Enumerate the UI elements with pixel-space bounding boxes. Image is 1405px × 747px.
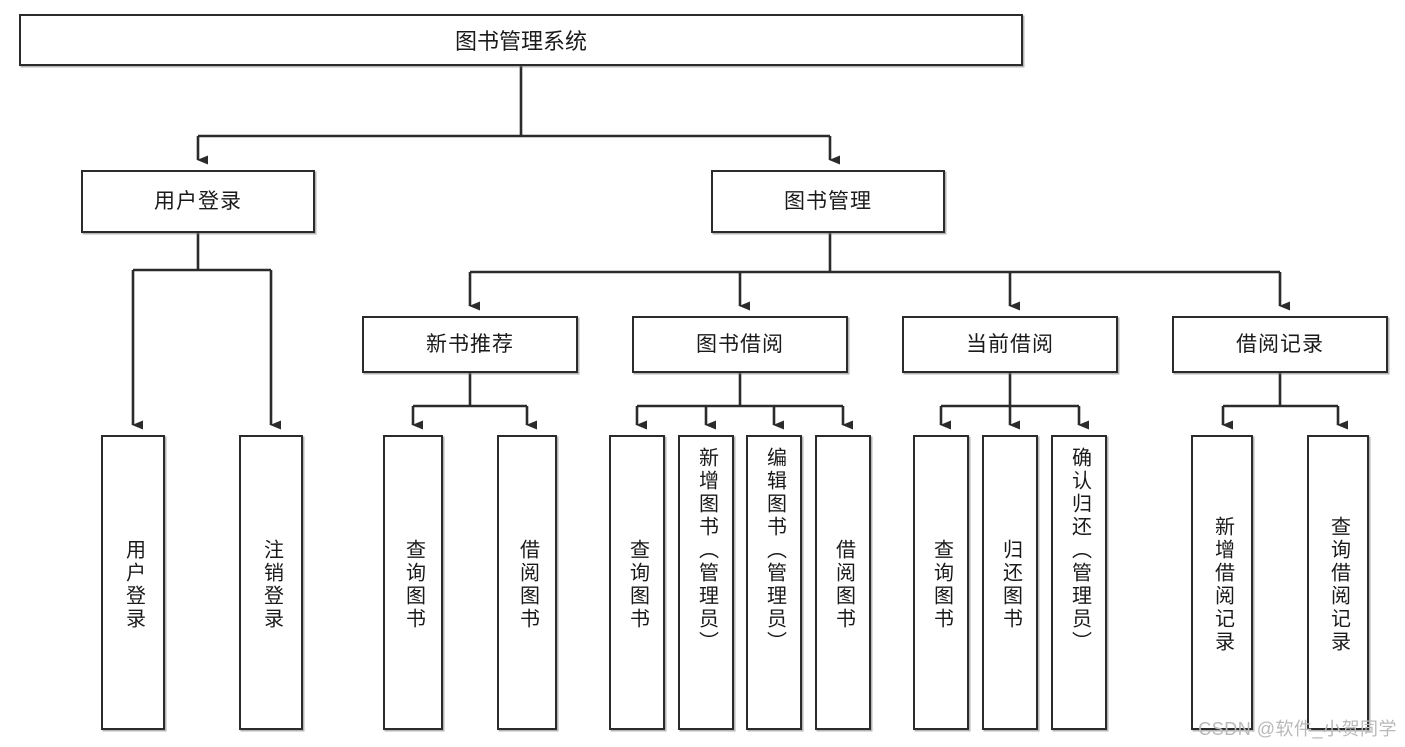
node-book-borrowing[interactable]: 图书借阅 — [632, 316, 848, 373]
node-book-management[interactable]: 图书管理 — [711, 170, 945, 233]
node-new-book-recommendation[interactable]: 新书推荐 — [362, 316, 578, 373]
node-label: 当前借阅 — [966, 332, 1054, 356]
node-label: 借阅记录 — [1236, 332, 1324, 356]
node-label: 图书借阅 — [696, 332, 784, 356]
node-user-login[interactable]: 用户登录 — [81, 170, 315, 233]
leaf-logout[interactable]: 注销登录 — [239, 435, 303, 730]
leaf-confirm-return-admin[interactable]: 确认归还（管理员） — [1051, 435, 1107, 730]
node-label: 用户登录 — [154, 189, 242, 213]
node-current-borrowing[interactable]: 当前借阅 — [902, 316, 1118, 373]
leaf-query-borrow-record[interactable]: 查询借阅记录 — [1307, 435, 1369, 730]
csdn-watermark: CSDN @软件_小贺同学 — [1198, 719, 1397, 739]
node-label: 图书管理 — [784, 189, 872, 213]
leaf-user-login[interactable]: 用户登录 — [101, 435, 165, 730]
node-label: 归还图书 — [999, 538, 1022, 631]
leaf-query-book-borrowing[interactable]: 查询图书 — [609, 435, 665, 730]
node-label: 查询图书 — [930, 538, 953, 631]
node-label: 编辑图书（管理员） — [763, 447, 786, 654]
node-label: 查询借阅记录 — [1327, 515, 1350, 654]
leaf-return-book[interactable]: 归还图书 — [982, 435, 1038, 730]
node-label: 借阅图书 — [832, 538, 855, 631]
node-label: 新增借阅记录 — [1211, 515, 1234, 654]
node-label: 注销登录 — [260, 538, 283, 631]
leaf-borrow-book-newbook[interactable]: 借阅图书 — [497, 435, 557, 730]
node-label: 确认归还（管理员） — [1068, 447, 1091, 654]
node-borrowing-records[interactable]: 借阅记录 — [1172, 316, 1388, 373]
node-label: 新书推荐 — [426, 332, 514, 356]
leaf-add-borrow-record[interactable]: 新增借阅记录 — [1191, 435, 1253, 730]
node-root-book-management-system[interactable]: 图书管理系统 — [19, 14, 1023, 66]
node-label: 借阅图书 — [516, 538, 539, 631]
leaf-borrow-book-borrowing[interactable]: 借阅图书 — [815, 435, 871, 730]
leaf-query-book-newbook[interactable]: 查询图书 — [383, 435, 443, 730]
node-label: 新增图书（管理员） — [695, 447, 718, 654]
node-label: 用户登录 — [122, 538, 145, 631]
node-label: 查询图书 — [402, 538, 425, 631]
node-label: 图书管理系统 — [454, 29, 587, 54]
leaf-query-book-current[interactable]: 查询图书 — [913, 435, 969, 730]
leaf-edit-book-admin[interactable]: 编辑图书（管理员） — [746, 435, 802, 730]
leaf-add-book-admin[interactable]: 新增图书（管理员） — [678, 435, 734, 730]
node-label: 查询图书 — [626, 538, 649, 631]
